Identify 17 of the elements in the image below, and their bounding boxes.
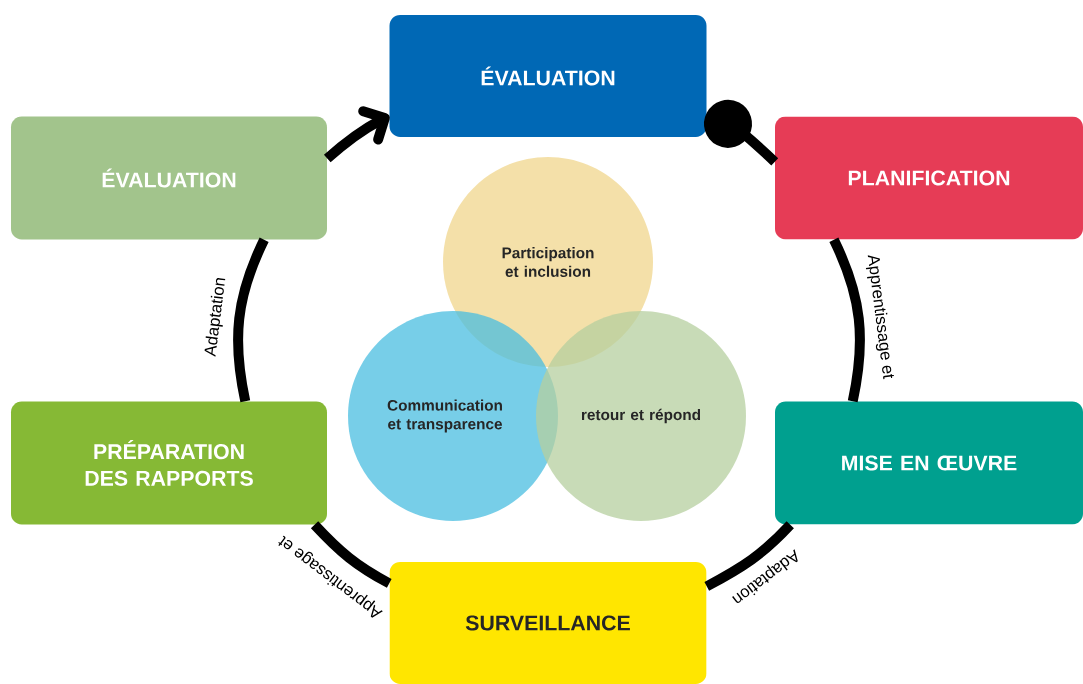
process-box: MISE EN ŒUVRE xyxy=(775,401,1083,525)
connector-line xyxy=(310,521,392,588)
edge-label: Adaptation xyxy=(204,278,226,357)
process-box: PRÉPARATION DES RAPPORTS xyxy=(11,401,327,525)
circle-label: retour et répond xyxy=(581,408,701,424)
circle-label: Participation et inclusion xyxy=(502,247,594,277)
connector-line xyxy=(829,237,865,403)
arrow xyxy=(704,99,779,166)
connector-line xyxy=(233,237,269,403)
process-box: SURVEILLANCE xyxy=(389,562,707,684)
process-box: ÉVALUATION xyxy=(11,116,327,240)
venn-circle xyxy=(536,311,746,521)
process-box: PLANIFICATION xyxy=(775,116,1083,240)
edge-label: Apprentissage et xyxy=(865,255,894,380)
connector-line xyxy=(704,521,794,591)
circle-label: Communication et transparence xyxy=(387,399,502,433)
process-box: ÉVALUATION xyxy=(389,15,707,137)
